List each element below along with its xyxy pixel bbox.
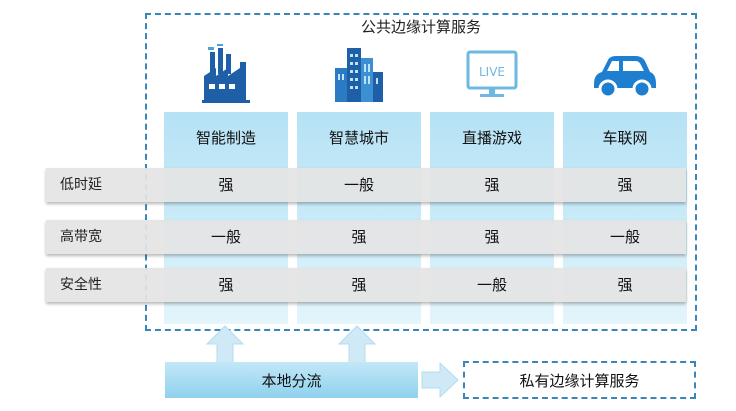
live-icon-text: LIVE [479, 65, 505, 79]
up-arrow-icon [205, 324, 245, 365]
private-edge-label: 私有边缘计算服务 [519, 371, 640, 390]
factory-icon [164, 44, 288, 104]
row-latency [46, 168, 686, 202]
right-arrow-icon [420, 361, 460, 399]
cell-latency-live: 强 [484, 176, 500, 194]
local-offload-bar: 本地分流 [165, 362, 418, 398]
cell-security-city: 强 [351, 276, 367, 294]
scenario-manufacturing: 智能制造 [195, 128, 256, 147]
cell-latency-vehicle: 强 [617, 176, 633, 194]
scenario-vehicle-network: 车联网 [602, 128, 648, 147]
row-label-bandwidth: 高带宽 [60, 229, 102, 245]
private-edge-box: 私有边缘计算服务 [463, 361, 696, 399]
scenario-smart-city: 智慧城市 [328, 128, 389, 147]
frame-title: 公共边缘计算服务 [360, 18, 481, 36]
up-arrow-icon [337, 324, 377, 365]
cell-latency-city: 一般 [343, 176, 374, 194]
cell-bandwidth-city: 强 [351, 228, 367, 246]
car-icon [563, 44, 687, 104]
row-label-security: 安全性 [60, 277, 102, 293]
row-label-latency: 低时延 [60, 177, 102, 193]
cell-latency-manufacturing: 强 [218, 176, 234, 194]
cell-bandwidth-vehicle: 一般 [609, 228, 640, 246]
row-security [46, 268, 686, 302]
cell-security-manufacturing: 强 [218, 276, 234, 294]
row-bandwidth [46, 220, 686, 254]
cell-bandwidth-manufacturing: 一般 [210, 228, 241, 246]
live-screen-icon: LIVE [430, 44, 554, 104]
cell-security-live: 一般 [476, 276, 507, 294]
scenario-live-gaming: 直播游戏 [461, 128, 522, 147]
local-offload-label: 本地分流 [261, 371, 322, 390]
cell-bandwidth-live: 强 [484, 228, 500, 246]
city-buildings-icon [297, 44, 421, 104]
cell-security-vehicle: 强 [617, 276, 633, 294]
